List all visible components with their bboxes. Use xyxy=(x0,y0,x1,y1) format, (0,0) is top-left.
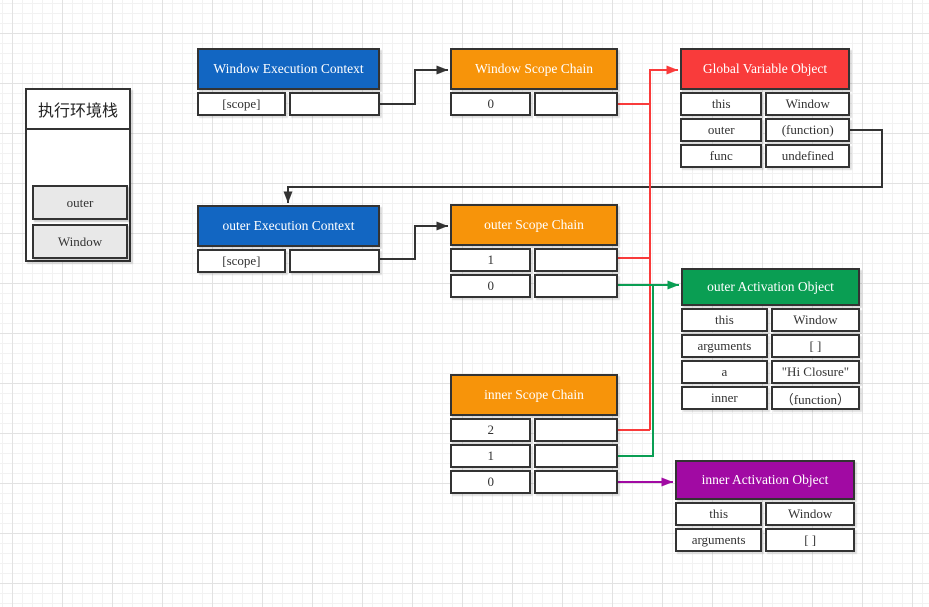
table-row: this Window xyxy=(681,308,860,332)
cell-value xyxy=(534,92,618,116)
table-row: 1 xyxy=(450,248,618,272)
cell-key: 1 xyxy=(450,444,532,468)
table-row: func undefined xyxy=(680,144,850,168)
node-window-execution-context: Window Execution Context [scope] xyxy=(197,48,380,116)
table-row: this Window xyxy=(675,502,855,526)
table-row: inner （function） xyxy=(681,386,860,410)
connector-red-trunk-to-gvo xyxy=(649,65,678,430)
cell-key: [scope] xyxy=(197,249,286,273)
cell-key: 0 xyxy=(450,470,532,494)
execution-stack: 执行环境栈 outer Window xyxy=(25,88,131,262)
cell-value: [ ] xyxy=(770,334,860,358)
table-row: 1 xyxy=(450,444,618,468)
cell-key: 0 xyxy=(450,92,532,116)
node-title: Window Execution Context xyxy=(197,48,380,90)
cell-key: [scope] xyxy=(197,92,286,116)
cell-value: (function) xyxy=(765,118,850,142)
table-row: [scope] xyxy=(197,249,380,273)
cell-key: this xyxy=(680,92,763,116)
node-title: Window Scope Chain xyxy=(450,48,618,90)
table-row: a "Hi Closure" xyxy=(681,360,860,384)
node-inner-activation-object: inner Activation Object this Window argu… xyxy=(675,460,855,552)
stack-item-window: Window xyxy=(32,224,128,259)
stack-item-outer: outer xyxy=(32,185,128,220)
cell-value xyxy=(534,418,618,442)
cell-value: Window xyxy=(765,92,850,116)
node-title: outer Scope Chain xyxy=(450,204,618,246)
cell-value xyxy=(534,444,618,468)
cell-key: outer xyxy=(680,118,763,142)
table-row: 2 xyxy=(450,418,618,442)
node-outer-activation-object: outer Activation Object this Window argu… xyxy=(681,268,860,410)
connector-outerec-to-outersc xyxy=(380,221,448,260)
cell-key: this xyxy=(681,308,768,332)
execution-stack-title: 执行环境栈 xyxy=(27,90,129,130)
cell-key: arguments xyxy=(675,528,763,552)
cell-value xyxy=(534,470,618,494)
table-row: outer (function) xyxy=(680,118,850,142)
cell-key: 0 xyxy=(450,274,532,298)
cell-key: this xyxy=(675,502,763,526)
cell-value xyxy=(288,92,380,116)
table-row: [scope] xyxy=(197,92,380,116)
node-title: inner Scope Chain xyxy=(450,374,618,416)
cell-value: [ ] xyxy=(765,528,855,552)
table-row: 0 xyxy=(450,470,618,494)
cell-key: 2 xyxy=(450,418,532,442)
node-title: outer Activation Object xyxy=(681,268,860,306)
cell-value xyxy=(288,249,380,273)
cell-key: func xyxy=(680,144,763,168)
cell-value: "Hi Closure" xyxy=(770,360,860,384)
cell-value: Window xyxy=(770,308,860,332)
node-outer-scope-chain: outer Scope Chain 1 0 xyxy=(450,204,618,298)
cell-key: inner xyxy=(681,386,768,410)
node-title: inner Activation Object xyxy=(675,460,855,500)
cell-value xyxy=(534,248,618,272)
cell-value: undefined xyxy=(765,144,850,168)
table-row: this Window xyxy=(680,92,850,116)
table-row: 0 xyxy=(450,274,618,298)
cell-value: （function） xyxy=(770,386,860,410)
table-row: arguments [ ] xyxy=(675,528,855,552)
table-row: 0 xyxy=(450,92,618,116)
node-global-variable-object: Global Variable Object this Window outer… xyxy=(680,48,850,168)
node-title: Global Variable Object xyxy=(680,48,850,90)
table-row: arguments [ ] xyxy=(681,334,860,358)
cell-key: a xyxy=(681,360,768,384)
cell-key: arguments xyxy=(681,334,768,358)
connector-innersc1-branch xyxy=(618,285,654,457)
cell-value: Window xyxy=(765,502,855,526)
connector-windowec-to-windowsc xyxy=(380,65,448,105)
node-title: outer Execution Context xyxy=(197,205,380,247)
node-inner-scope-chain: inner Scope Chain 2 1 0 xyxy=(450,374,618,494)
cell-key: 1 xyxy=(450,248,532,272)
node-window-scope-chain: Window Scope Chain 0 xyxy=(450,48,618,116)
cell-value xyxy=(534,274,618,298)
node-outer-execution-context: outer Execution Context [scope] xyxy=(197,205,380,273)
